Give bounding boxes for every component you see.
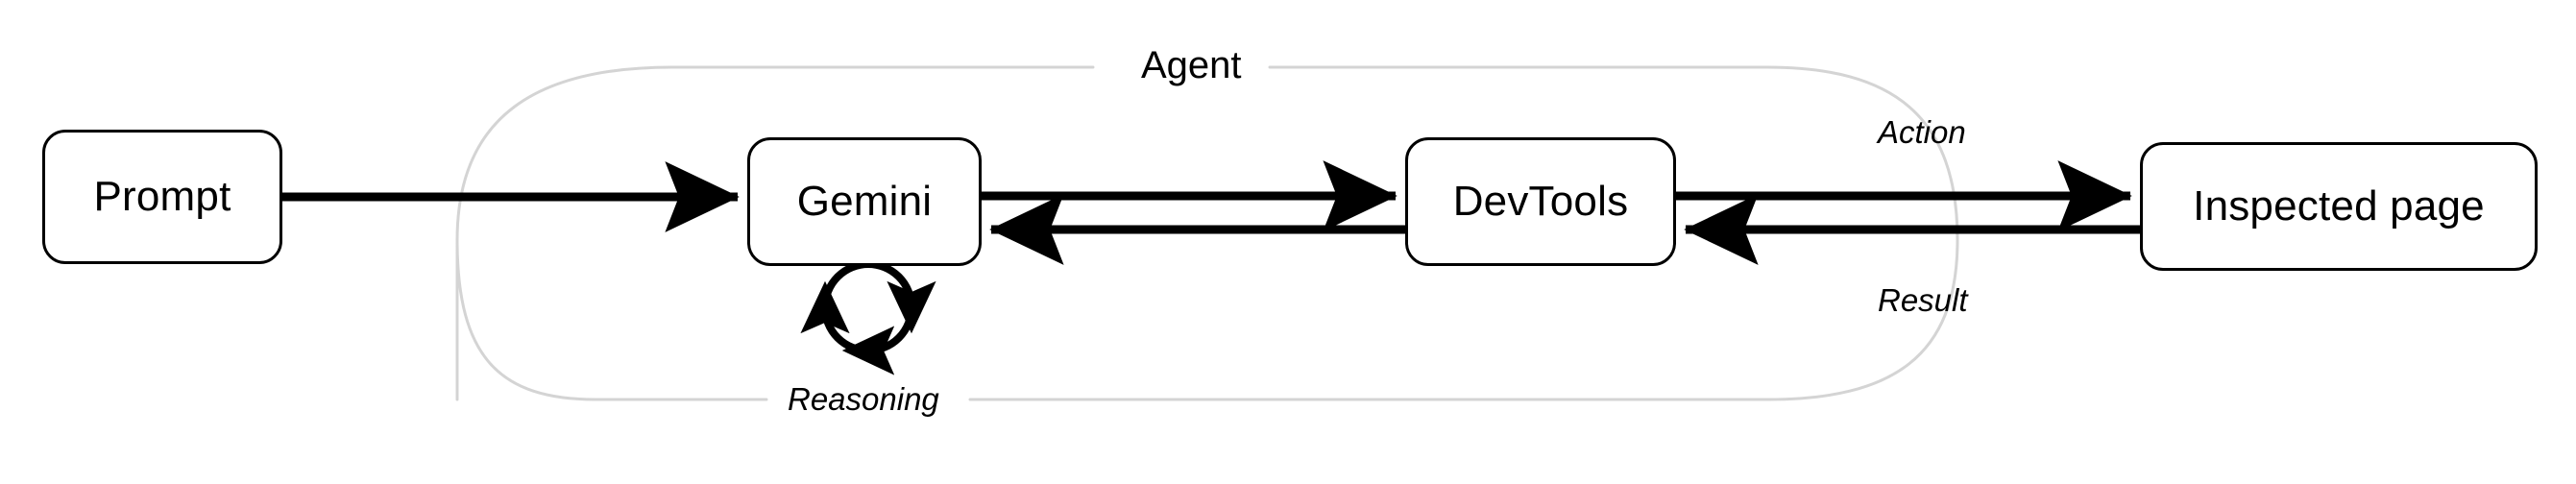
edge-label-reasoning: Reasoning xyxy=(788,381,939,417)
node-inspected-page-label: Inspected page xyxy=(2193,182,2485,230)
node-gemini[interactable]: Gemini xyxy=(747,137,982,266)
node-inspected-page[interactable]: Inspected page xyxy=(2140,142,2538,271)
node-gemini-label: Gemini xyxy=(796,178,933,225)
node-prompt[interactable]: Prompt xyxy=(42,130,282,264)
node-devtools-label: DevTools xyxy=(1452,178,1629,225)
node-prompt-label: Prompt xyxy=(93,173,231,220)
agent-group-label: Agent xyxy=(1141,44,1242,86)
edge-label-action: Action xyxy=(1878,114,1966,150)
edge-gemini-self-loop xyxy=(800,260,936,375)
edge-label-result: Result xyxy=(1878,282,1968,318)
node-devtools[interactable]: DevTools xyxy=(1405,137,1676,266)
